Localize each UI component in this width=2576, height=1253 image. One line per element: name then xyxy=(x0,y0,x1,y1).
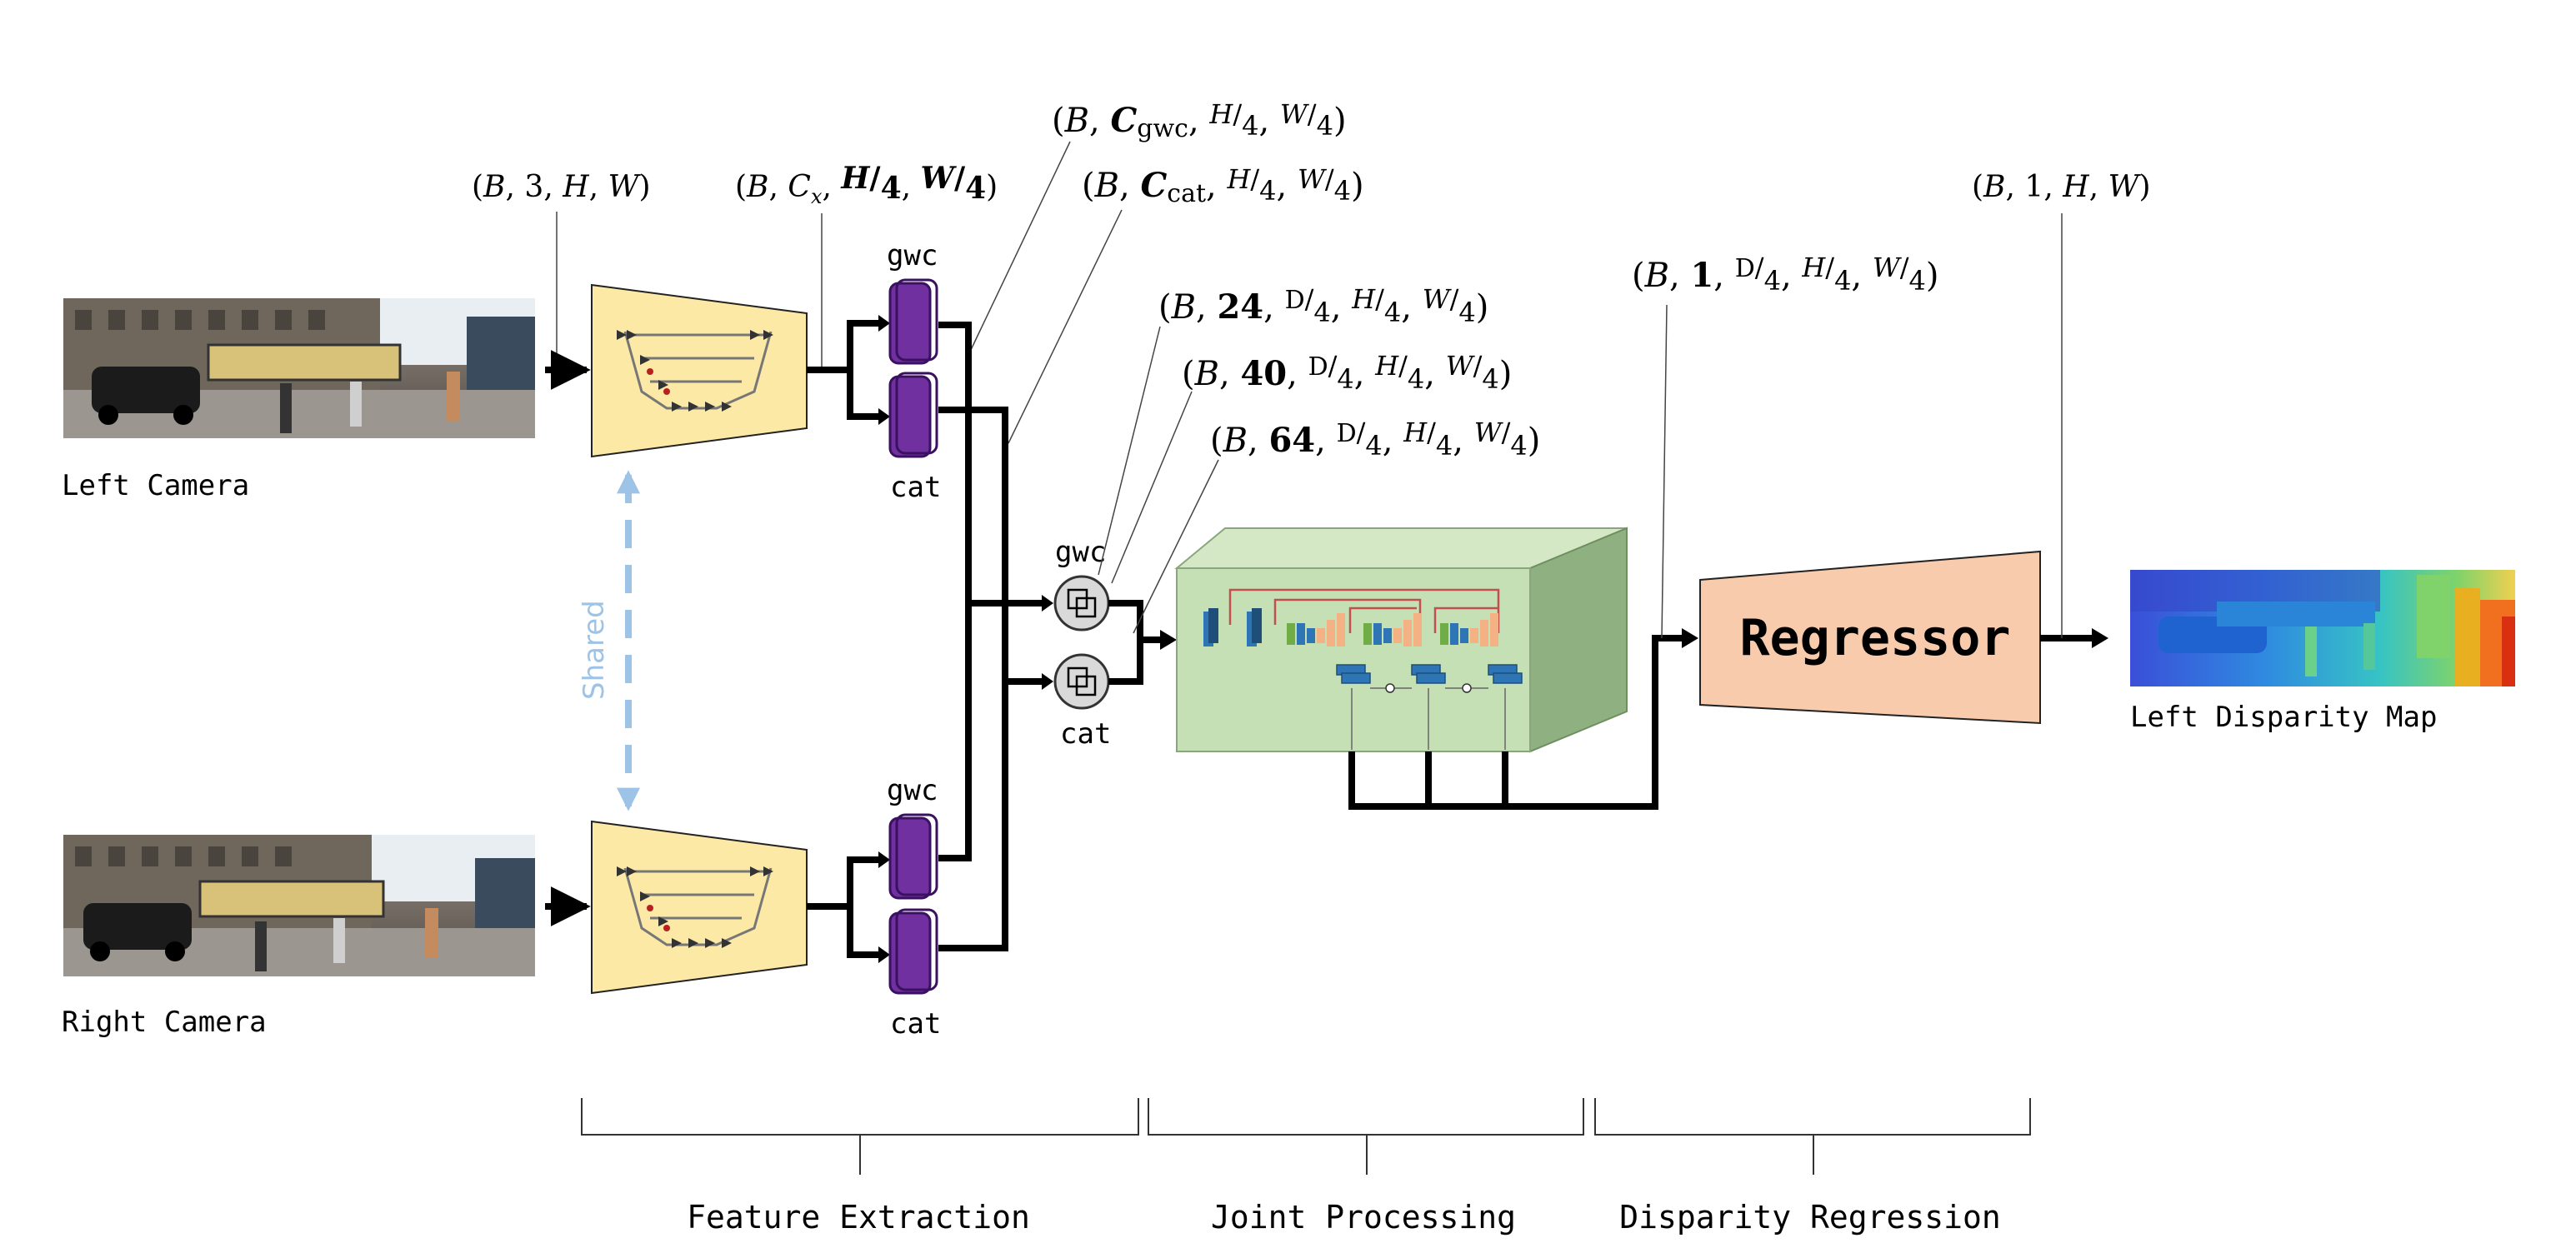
volume-40-shape-label: (B, 40, D/4, H/4, W/4) xyxy=(1182,350,1512,395)
feature-block-cat-left xyxy=(888,372,938,458)
cat-shape-label: (B, Ccat, H/4, W/4) xyxy=(1082,163,1364,208)
volume-24-shape-label: (B, 24, D/4, H/4, W/4) xyxy=(1158,283,1488,328)
stage-joint-processing: Joint Processing xyxy=(1211,1199,1516,1236)
volume-64-leader xyxy=(1133,459,1219,634)
feature-block-gwc-right xyxy=(888,813,938,900)
cost-volume-connectors xyxy=(1348,635,1683,810)
volume-merge-connector xyxy=(1108,600,1162,685)
joint-processing-volume xyxy=(1174,527,1628,753)
left-camera-image xyxy=(63,298,535,438)
right-feature-encoder xyxy=(591,820,808,995)
left-feature-encoder xyxy=(591,283,808,458)
gwc-volume-label: gwc xyxy=(1055,536,1106,569)
feature-shape-label: (B, Cx, H/4, W/4) xyxy=(735,161,998,208)
output-shape-label: (B, 1, H, W) xyxy=(1972,170,2151,204)
volume-input-connectors xyxy=(938,322,1042,951)
gwc-bottom-label: gwc xyxy=(887,774,938,807)
shared-label: Shared xyxy=(578,600,611,700)
cat-bottom-label: cat xyxy=(890,1007,941,1041)
cost-shape-leader xyxy=(1661,304,1668,639)
feature-split-connectors xyxy=(807,320,878,958)
cat-top-label: cat xyxy=(890,471,941,504)
gwc-volume-node xyxy=(1053,575,1110,631)
cat-volume-label: cat xyxy=(1060,717,1111,751)
gwc-shape-label: (B, Cgwc, H/4, W/4) xyxy=(1052,98,1347,143)
stage-disparity-regression: Disparity Regression xyxy=(1619,1199,2001,1236)
joint-hourglass-1 xyxy=(1287,613,1345,646)
volume-40-leader xyxy=(1111,391,1193,584)
left-disparity-map-label: Left Disparity Map xyxy=(2130,701,2437,734)
gwc-shape-leader xyxy=(969,141,1071,352)
volume-24-leader xyxy=(1098,326,1161,576)
feature-block-gwc-left xyxy=(888,278,938,365)
joint-hourglass-2 xyxy=(1363,613,1422,646)
cost-shape-label: (B, 1, D/4, H/4, W/4) xyxy=(1632,252,1939,297)
right-camera-label: Right Camera xyxy=(62,1006,267,1039)
cat-volume-node xyxy=(1053,653,1110,710)
feature-block-cat-right xyxy=(888,908,938,995)
input-shape-label: (B, 3, H, W) xyxy=(472,170,651,204)
regressor-label: Regressor xyxy=(1739,609,2010,667)
cat-shape-leader xyxy=(1008,209,1123,444)
stage-brackets xyxy=(581,1098,2031,1175)
joint-hourglass-3 xyxy=(1440,613,1498,646)
stage-feature-extraction: Feature Extraction xyxy=(687,1199,1030,1236)
left-camera-label: Left Camera xyxy=(62,469,249,502)
regressor-block xyxy=(1699,550,2041,725)
volume-64-shape-label: (B, 64, D/4, H/4, W/4) xyxy=(1210,417,1540,462)
right-camera-image xyxy=(63,835,535,976)
left-disparity-map-image xyxy=(2130,570,2515,686)
gwc-top-label: gwc xyxy=(887,239,938,272)
